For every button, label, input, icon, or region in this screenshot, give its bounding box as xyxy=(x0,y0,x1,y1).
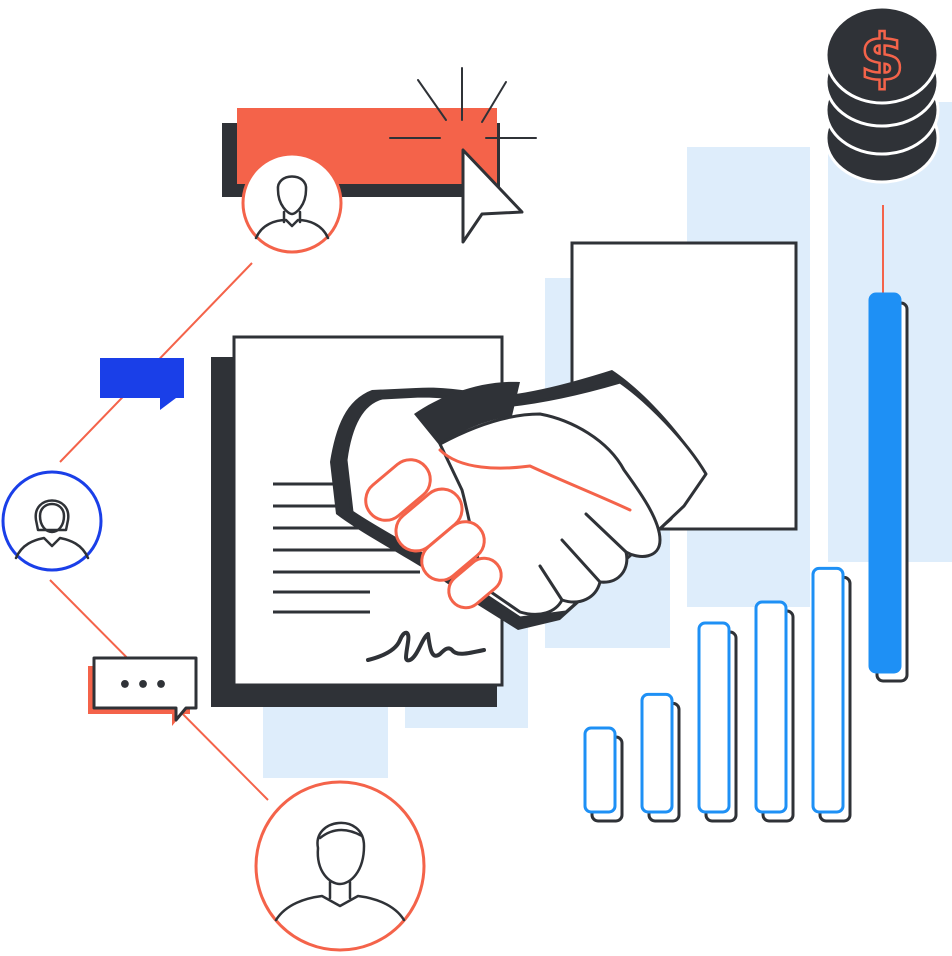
signature xyxy=(366,630,486,663)
growth-bar-chart xyxy=(583,292,909,823)
sparkle-lines xyxy=(389,67,537,139)
growth-bar xyxy=(868,292,902,674)
sleeve-cuff xyxy=(414,381,520,446)
growth-bar xyxy=(640,692,674,814)
person-avatar-icon xyxy=(254,175,330,240)
person-avatar-top[interactable] xyxy=(241,152,343,254)
growth-bar xyxy=(754,600,788,814)
chat-bubble-dots: ••• xyxy=(118,673,172,698)
palm-line xyxy=(438,448,632,512)
left-hand-fingers xyxy=(364,458,503,610)
person-avatar-icon xyxy=(274,821,406,922)
growth-bar xyxy=(583,726,617,814)
blue-message-flag xyxy=(100,358,184,410)
person-avatar-bottom[interactable] xyxy=(254,780,426,952)
chat-bubble[interactable]: ••• xyxy=(88,656,198,726)
dollar-sign: $ xyxy=(860,22,905,96)
chat-bubble-icon xyxy=(100,358,184,410)
avatar-ring xyxy=(241,152,343,254)
chat-bubble-icon xyxy=(92,656,198,722)
cursor-arrow-icon[interactable] xyxy=(461,148,524,244)
growth-bar xyxy=(697,621,731,814)
person-avatar-left[interactable] xyxy=(1,470,103,572)
coin-top xyxy=(824,5,940,105)
handshake-icon[interactable] xyxy=(330,370,708,630)
person-avatar-icon xyxy=(14,499,90,560)
coin-stack-icon[interactable]: $ xyxy=(824,5,940,184)
finger-lines xyxy=(538,512,628,602)
growth-bar xyxy=(811,566,845,814)
cursor-group[interactable] xyxy=(389,67,537,244)
avatar-ring xyxy=(254,780,426,952)
